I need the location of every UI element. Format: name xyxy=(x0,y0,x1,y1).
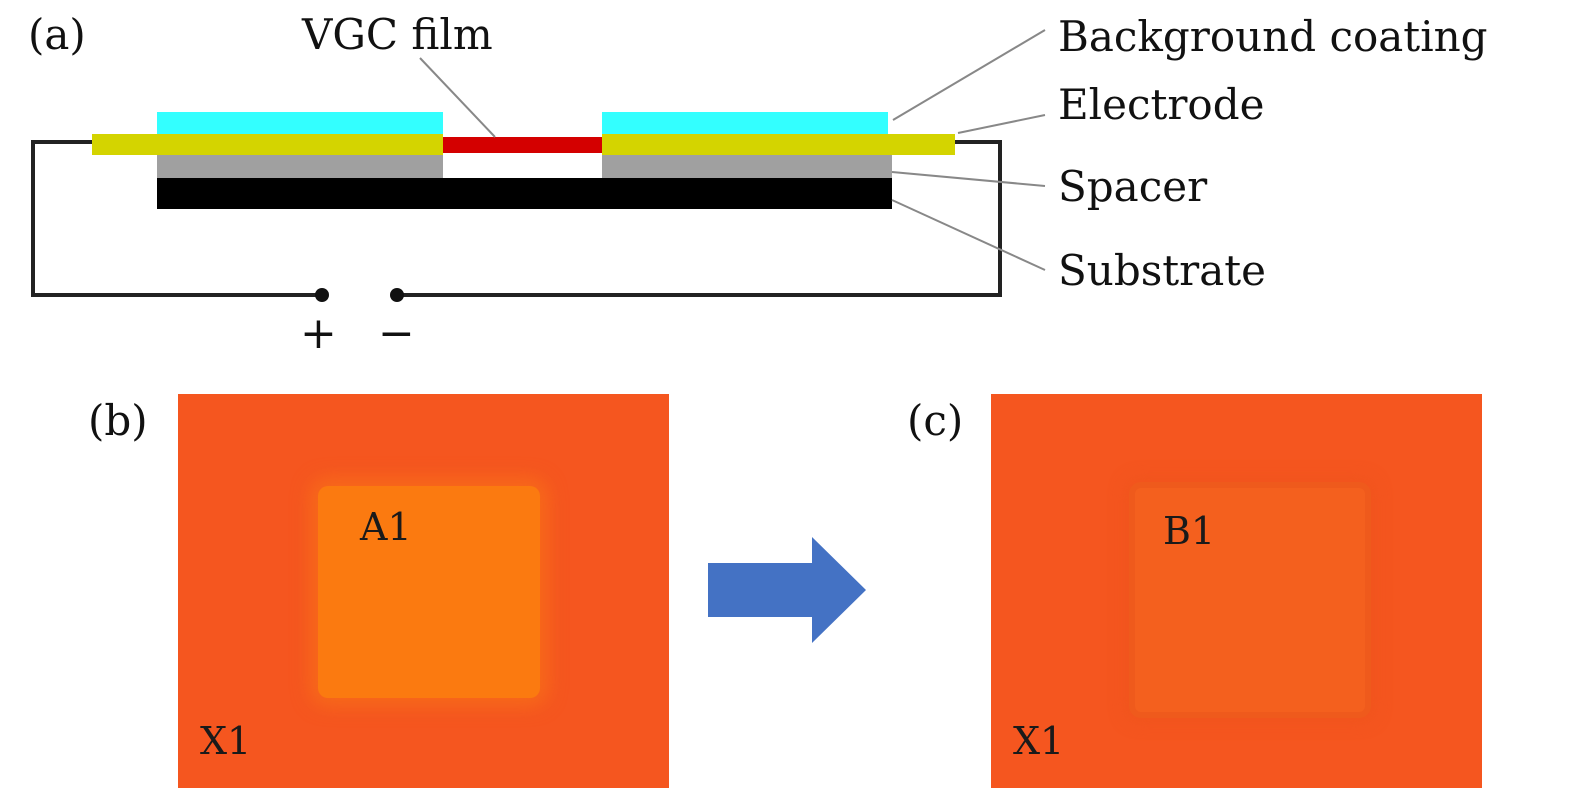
panel-c-photo: B1 X1 xyxy=(991,394,1482,788)
negative-terminal-dot xyxy=(390,288,404,302)
callout-spacer: Spacer xyxy=(1058,162,1208,211)
circuit-wire-left xyxy=(31,140,322,297)
leader-electrode xyxy=(957,114,1046,134)
electrode-right xyxy=(602,134,955,155)
panel-b-photo: A1 X1 xyxy=(178,394,669,788)
negative-terminal-label: − xyxy=(378,308,415,359)
vgc-film-layer xyxy=(443,137,602,153)
callout-background-coating: Background coating xyxy=(1058,12,1488,61)
callout-vgc-film: VGC film xyxy=(302,10,493,59)
callout-electrode: Electrode xyxy=(1058,80,1265,129)
background-coating-right xyxy=(602,112,888,134)
spacer-left xyxy=(157,155,443,178)
corner-label-x1: X1 xyxy=(1013,719,1065,763)
panel-a-label: (a) xyxy=(28,10,86,59)
panel-c-square xyxy=(1129,482,1371,718)
background-coating-left xyxy=(157,112,443,134)
leader-spacer xyxy=(891,171,1046,187)
right-arrow-icon xyxy=(708,537,866,643)
sample-label-a1: A1 xyxy=(360,505,412,549)
leader-substrate xyxy=(891,199,1046,271)
sample-label-b1: B1 xyxy=(1163,509,1216,553)
positive-terminal-label: + xyxy=(300,308,337,359)
circuit-wire-right xyxy=(397,140,1002,297)
callout-substrate: Substrate xyxy=(1058,246,1266,295)
panel-b-square xyxy=(318,486,540,698)
substrate-layer xyxy=(157,178,892,209)
leader-vgc-film xyxy=(419,57,496,138)
positive-terminal-dot xyxy=(315,288,329,302)
leader-background-coating xyxy=(892,29,1046,121)
panel-c-label: (c) xyxy=(907,396,964,445)
electrode-left xyxy=(92,134,443,155)
spacer-right xyxy=(602,155,892,178)
panel-b-label: (b) xyxy=(88,396,148,445)
corner-label-x1: X1 xyxy=(200,719,252,763)
